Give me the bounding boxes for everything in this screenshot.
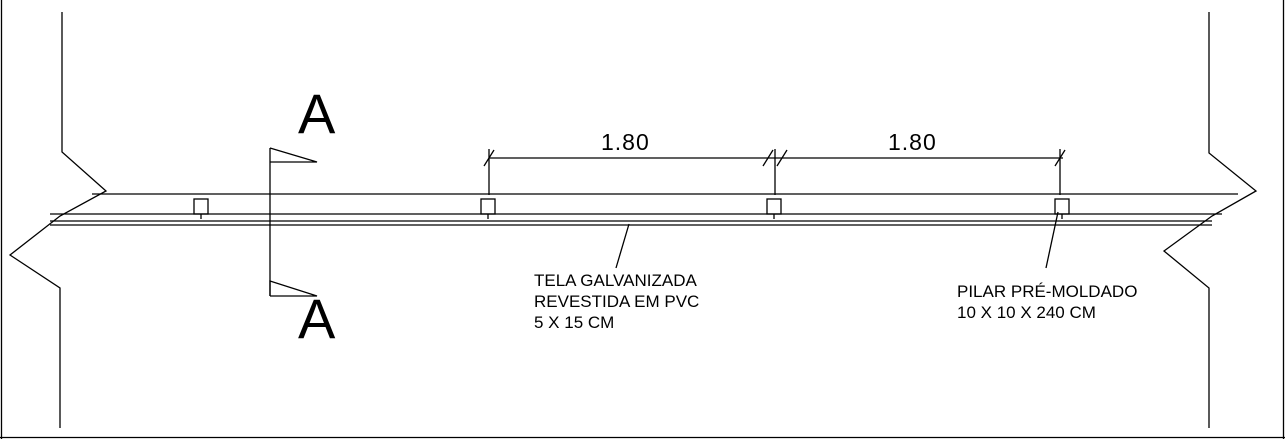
left-break-line: [8, 12, 108, 428]
pillar: [766, 198, 782, 219]
dimension-line: [483, 149, 1066, 195]
mesh-note-line: REVESTIDA EM PVC: [534, 292, 700, 311]
section-label-top: A: [298, 82, 336, 145]
right-break-line: [1162, 12, 1258, 428]
mesh-note-line: 5 X 15 CM: [534, 313, 615, 332]
section-label-bottom: A: [298, 287, 336, 350]
pillar-note: PILAR PRÉ-MOLDADO 10 X 10 X 240 CM: [957, 281, 1137, 323]
section-cut-marker: [269, 147, 318, 297]
mesh-note: TELA GALVANIZADA REVESTIDA EM PVC 5 X 15…: [534, 270, 699, 333]
pillar: [193, 198, 209, 219]
dimension-label: 1.80: [888, 129, 937, 155]
pillar: [1054, 198, 1070, 219]
pillar-leader-line: [1045, 211, 1059, 269]
dimension-label: 1.80: [601, 129, 650, 155]
pillar: [480, 198, 496, 219]
mesh-leader-line: [615, 223, 630, 269]
pillar-note-line: PILAR PRÉ-MOLDADO: [957, 282, 1138, 301]
pillar-note-line: 10 X 10 X 240 CM: [957, 303, 1096, 322]
mesh-note-line: TELA GALVANIZADA: [534, 271, 697, 290]
